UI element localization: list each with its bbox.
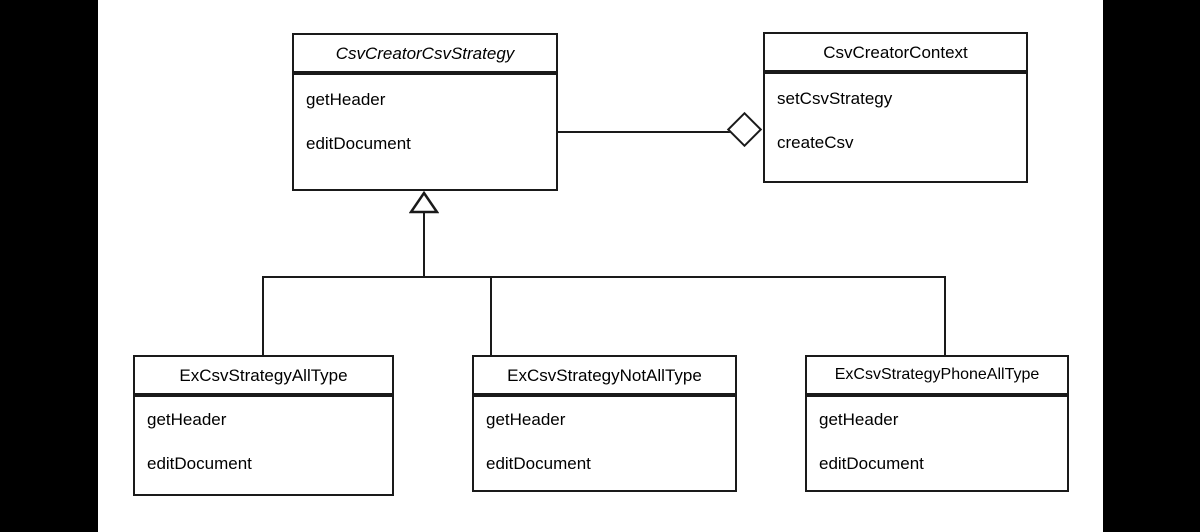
class-member: createCsv	[777, 133, 854, 152]
class-box-excsvstrategyphonealltype[interactable]: ExCsvStrategyPhoneAllType getHeader edit…	[805, 355, 1069, 492]
generalization-triangle-icon	[409, 191, 439, 214]
class-title-csvcreatorcsvstrategy: CsvCreatorCsvStrategy	[294, 35, 556, 73]
class-member: getHeader	[486, 410, 566, 429]
class-title-excsvstrategyalltype: ExCsvStrategyAllType	[135, 357, 392, 395]
letterbox-right	[1103, 0, 1200, 532]
class-member: editDocument	[306, 134, 411, 153]
class-box-excsvstrategynotalltype[interactable]: ExCsvStrategyNotAllType getHeader editDo…	[472, 355, 737, 492]
class-member: getHeader	[306, 90, 386, 109]
aggregation-line	[558, 131, 744, 133]
letterbox-left	[0, 0, 98, 532]
aggregation-diamond-icon	[726, 111, 763, 148]
generalization-bus	[262, 276, 946, 278]
class-box-csvcreatorcontext[interactable]: CsvCreatorContext setCsvStrategy createC…	[763, 32, 1028, 183]
class-box-csvcreatorcsvstrategy[interactable]: CsvCreatorCsvStrategy getHeader editDocu…	[292, 33, 558, 191]
class-member: editDocument	[147, 454, 252, 473]
class-members-csvcreatorcsvstrategy: getHeader editDocument	[294, 73, 556, 152]
class-member: setCsvStrategy	[777, 89, 893, 108]
class-title-csvcreatorcontext: CsvCreatorContext	[765, 34, 1026, 72]
class-members-csvcreatorcontext: setCsvStrategy createCsv	[765, 72, 1026, 151]
class-member: getHeader	[819, 410, 899, 429]
class-box-excsvstrategyalltype[interactable]: ExCsvStrategyAllType getHeader editDocum…	[133, 355, 394, 496]
class-member: editDocument	[486, 454, 591, 473]
class-member: getHeader	[147, 410, 227, 429]
diagram-canvas: CsvCreatorCsvStrategy getHeader editDocu…	[98, 0, 1103, 532]
class-member: editDocument	[819, 454, 924, 473]
class-title-excsvstrategynotalltype: ExCsvStrategyNotAllType	[474, 357, 735, 395]
generalization-drop-right	[944, 276, 946, 357]
class-members-excsvstrategyalltype: getHeader editDocument	[135, 395, 392, 472]
generalization-stem	[423, 212, 425, 278]
generalization-drop-middle	[490, 276, 492, 357]
class-members-excsvstrategynotalltype: getHeader editDocument	[474, 395, 735, 472]
generalization-drop-left	[262, 276, 264, 357]
class-members-excsvstrategyphonealltype: getHeader editDocument	[807, 395, 1067, 472]
class-title-excsvstrategyphonealltype: ExCsvStrategyPhoneAllType	[807, 357, 1067, 395]
